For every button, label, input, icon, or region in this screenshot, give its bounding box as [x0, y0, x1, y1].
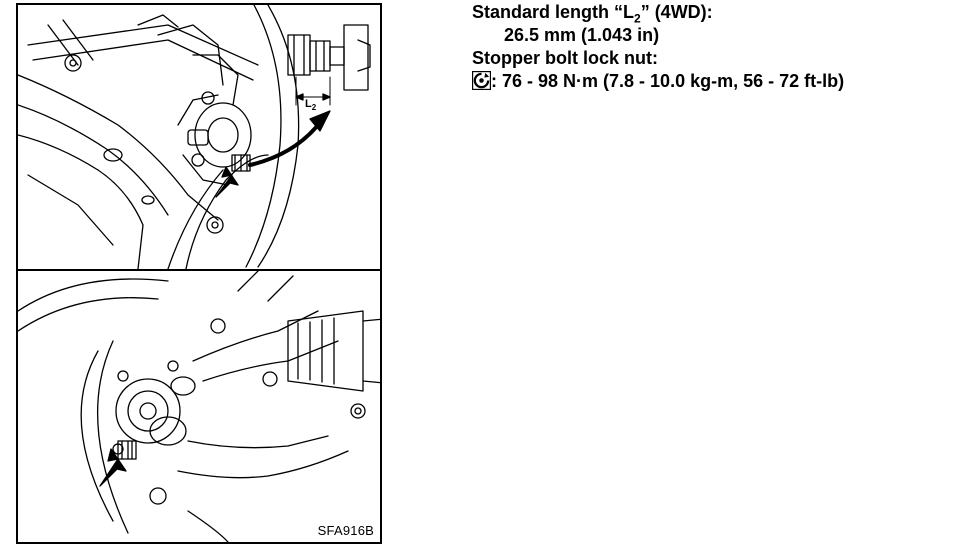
specification-text: Standard length “L2” (4WD): 26.5 mm (1.0… — [472, 1, 972, 93]
illustration-bottom-panel: SFA916B — [18, 271, 380, 542]
bottom-drawing — [18, 271, 380, 542]
dimension-label: L2 — [305, 98, 317, 113]
illustration-top-panel: L2 — [18, 5, 380, 271]
top-drawing — [18, 5, 371, 269]
torque-wrench-icon — [472, 71, 491, 90]
illustration-frame: L2 — [16, 3, 382, 544]
standard-length-heading: Standard length “L2” (4WD): — [472, 2, 713, 26]
torque-spec: : 76 - 98 N·m (7.8 - 10.0 kg-m, 56 - 72 … — [472, 70, 972, 93]
stopper-bolt-heading: Stopper bolt lock nut: — [472, 48, 658, 68]
standard-length-value: 26.5 mm (1.043 in) — [504, 25, 660, 45]
figure-code: SFA916B — [317, 523, 374, 538]
